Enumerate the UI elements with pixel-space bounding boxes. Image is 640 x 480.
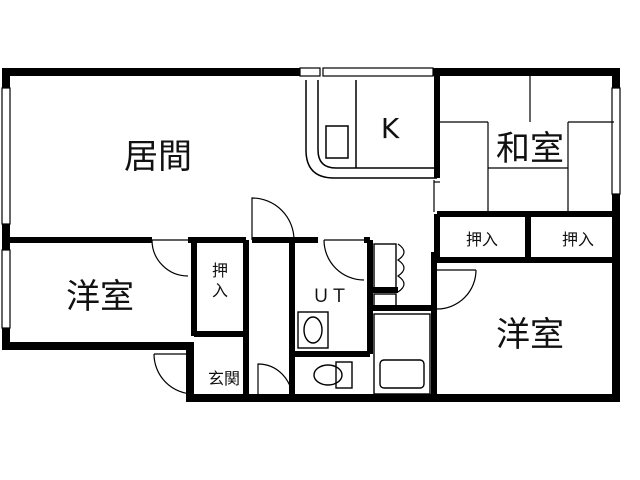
label-yoshitsu-left: 洋室	[66, 277, 134, 317]
label-closet-vertical: 押入	[212, 261, 228, 300]
kitchen-counter	[305, 80, 437, 179]
label-kitchen: K	[381, 112, 400, 145]
label-living: 居間	[124, 137, 192, 177]
doors	[151, 180, 477, 399]
label-washitsu: 和室	[496, 129, 564, 169]
fixtures	[297, 243, 431, 395]
label-ut: ＵＴ	[312, 286, 348, 307]
label-genkan: 玄関	[208, 369, 240, 388]
label-closet-top-left: 押入	[466, 230, 498, 249]
label-closet-top-right: 押入	[562, 230, 594, 249]
windows	[1, 67, 621, 329]
interior-walls	[6, 72, 616, 398]
exterior-walls	[2, 68, 620, 402]
tatami-mats	[437, 76, 614, 212]
label-yoshitsu-right: 洋室	[496, 315, 564, 355]
